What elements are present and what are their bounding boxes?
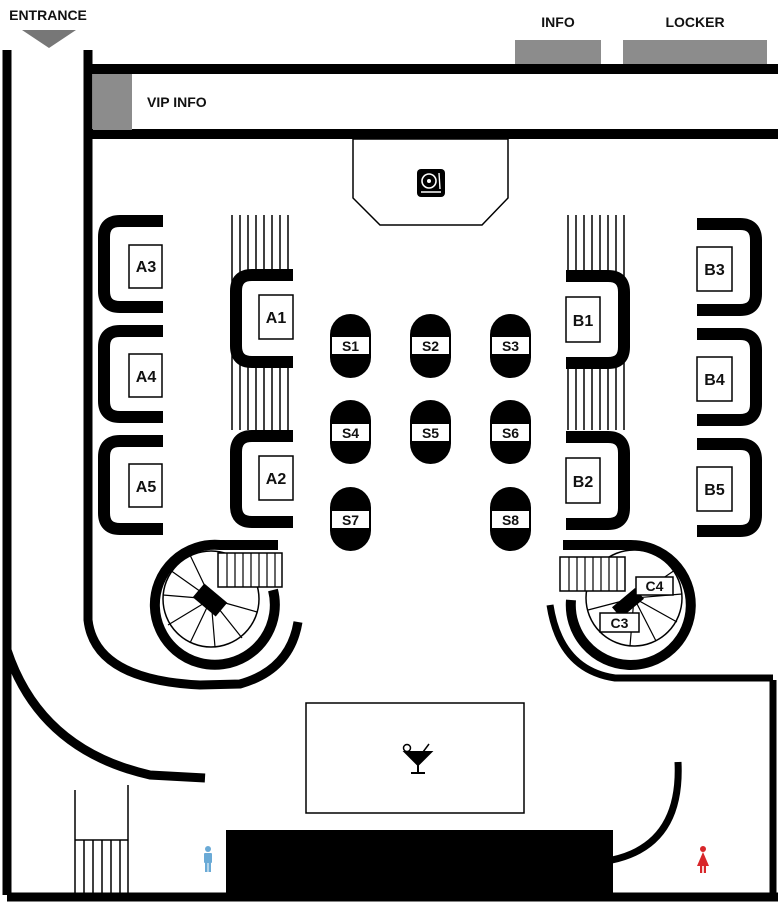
locker-counter: [623, 40, 767, 64]
booth-b4[interactable]: B4: [696, 328, 762, 426]
right-lower-curve: [611, 761, 682, 864]
booth-label: B5: [704, 482, 725, 499]
booth-label: A1: [266, 310, 287, 327]
entrance-arrow-icon: [22, 30, 76, 48]
locker-label: LOCKER: [665, 14, 724, 30]
back-counter: [226, 830, 613, 898]
stool-label: S7: [342, 512, 359, 528]
stool-s1[interactable]: S1: [330, 314, 371, 378]
booth-b3[interactable]: B3: [696, 218, 762, 316]
right-spiral-staircase: [546, 539, 773, 682]
right-curved-wall: [546, 604, 773, 682]
booth-label: A3: [136, 259, 157, 276]
booth-a3[interactable]: A3: [98, 215, 163, 313]
booth-b2[interactable]: B2: [565, 431, 630, 530]
male-restroom-icon[interactable]: [204, 846, 212, 872]
booth-label: A4: [136, 369, 157, 386]
seat-label: C3: [611, 615, 629, 631]
stool-s2[interactable]: S2: [410, 314, 451, 378]
entrance-label: ENTRANCE: [9, 7, 87, 23]
turntable-icon: [417, 169, 445, 197]
booth-label: B3: [704, 262, 725, 279]
booth-a4[interactable]: A4: [98, 325, 163, 423]
stool-label: S5: [422, 425, 439, 441]
booth-a2[interactable]: A2: [230, 430, 294, 528]
booth-a5[interactable]: A5: [98, 435, 163, 535]
booth-label: A2: [266, 471, 287, 488]
left-spiral-staircase: [149, 539, 283, 670]
info-counter: [515, 40, 601, 64]
booth-a1[interactable]: A1: [230, 269, 294, 368]
inner-left-wall: [83, 50, 303, 690]
cocktail-icon: [402, 743, 434, 774]
stool-label: S2: [422, 338, 439, 354]
info-label: INFO: [541, 14, 575, 30]
booth-label: B1: [573, 313, 594, 330]
stool-s4[interactable]: S4: [330, 400, 371, 464]
stool-label: S8: [502, 512, 519, 528]
stool-s6[interactable]: S6: [490, 400, 531, 464]
seat-label: C4: [646, 578, 664, 594]
stool-s5[interactable]: S5: [410, 400, 451, 464]
seat-c4[interactable]: C4: [635, 576, 674, 596]
lower-left-stairs: [74, 785, 129, 895]
booth-b5[interactable]: B5: [696, 438, 762, 537]
seat-c3[interactable]: C3: [599, 612, 640, 633]
stool-s3[interactable]: S3: [490, 314, 531, 378]
stool-label: S4: [342, 425, 359, 441]
entrance-corridor-wall: [2, 648, 206, 783]
stool-s7[interactable]: S7: [330, 487, 371, 551]
vip-info-counter: [93, 74, 132, 130]
stool-label: S1: [342, 338, 359, 354]
booth-label: A5: [136, 479, 157, 496]
booth-b1[interactable]: B1: [565, 270, 630, 369]
stool-s8[interactable]: S8: [490, 487, 531, 551]
booth-label: B2: [573, 474, 594, 491]
vip-info-label: VIP INFO: [147, 94, 207, 110]
female-restroom-icon[interactable]: [697, 846, 709, 873]
stool-label: S6: [502, 425, 519, 441]
stool-label: S3: [502, 338, 519, 354]
booth-label: B4: [704, 372, 725, 389]
